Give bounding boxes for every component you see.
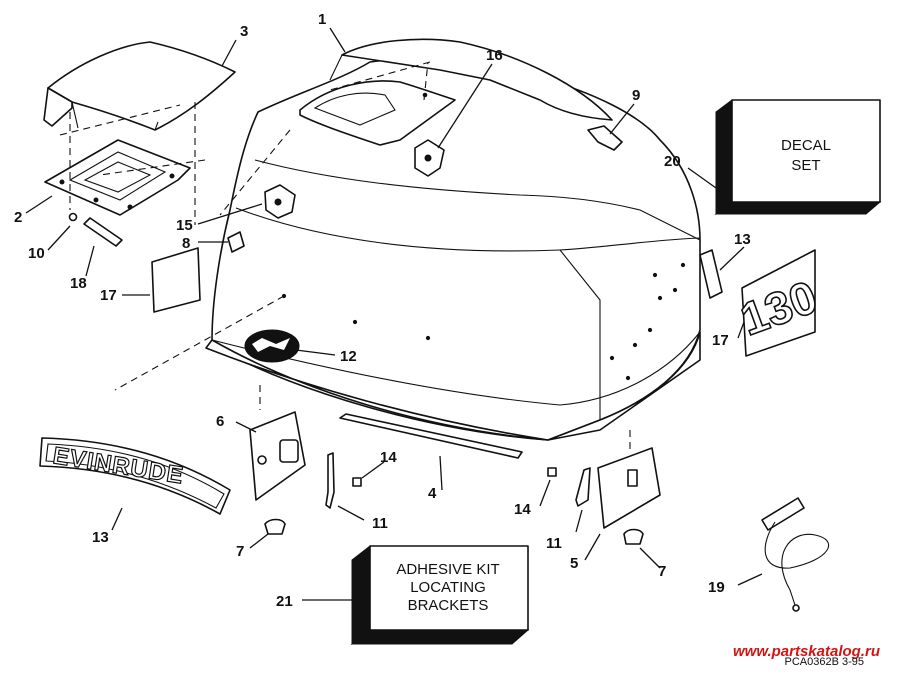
callout-4: 4 bbox=[428, 485, 437, 502]
adhesive-kit-box: ADHESIVE KIT LOCATING BRACKETS bbox=[350, 544, 530, 646]
callout-21: 21 bbox=[276, 593, 293, 610]
plate-5 bbox=[597, 447, 661, 529]
callout-11-right: 11 bbox=[546, 535, 562, 552]
callout-7-right: 7 bbox=[658, 563, 666, 580]
hood-clip-15 bbox=[264, 184, 296, 219]
callout-12: 12 bbox=[340, 348, 357, 365]
callout-7-left: 7 bbox=[236, 543, 244, 560]
plate-17-left bbox=[151, 247, 201, 313]
bracket-6 bbox=[249, 411, 306, 501]
decal-set-box: DECAL SET bbox=[714, 99, 882, 215]
evinrude-decal-13: EVINRUDE bbox=[39, 437, 231, 515]
top-cap-3 bbox=[43, 41, 236, 131]
bracket-13-right bbox=[699, 249, 723, 299]
callout-14-right: 14 bbox=[514, 501, 531, 518]
bumper-7-right bbox=[623, 528, 644, 545]
drawing-code: PCA0362B 3-95 bbox=[784, 656, 865, 668]
hood-clip-16 bbox=[414, 139, 445, 177]
callout-11-left: 11 bbox=[372, 515, 388, 532]
callout-2: 2 bbox=[14, 209, 22, 226]
callout-19: 19 bbox=[708, 579, 725, 596]
callout-17-right: 17 bbox=[712, 332, 729, 349]
engine-cover bbox=[205, 38, 701, 441]
grille-2 bbox=[44, 139, 191, 216]
leader-lines bbox=[25, 27, 763, 601]
callout-5: 5 bbox=[570, 555, 578, 572]
adhesive-box-line3: BRACKETS bbox=[408, 597, 489, 614]
callout-1: 1 bbox=[318, 11, 326, 28]
adhesive-box-line1: ADHESIVE KIT bbox=[396, 561, 499, 578]
screw-10 bbox=[68, 212, 78, 222]
seal-9 bbox=[587, 125, 623, 151]
screw-14-left bbox=[352, 477, 362, 487]
seal-strip-18 bbox=[83, 217, 123, 247]
adhesive-box-line2: LOCATING bbox=[410, 579, 486, 596]
bracket-11-left bbox=[325, 452, 335, 509]
callout-8: 8 bbox=[182, 235, 190, 252]
callout-labels: 1 3 16 9 20 2 15 8 10 13 18 17 17 12 6 1… bbox=[14, 11, 751, 610]
hp-decal-17: 130 bbox=[733, 249, 824, 357]
seal-strip-4 bbox=[339, 413, 523, 459]
callout-3: 3 bbox=[240, 23, 248, 40]
callout-20: 20 bbox=[664, 153, 681, 170]
callout-6: 6 bbox=[216, 413, 224, 430]
callout-10: 10 bbox=[28, 245, 45, 262]
decal-box-line2: SET bbox=[791, 157, 820, 174]
evinrude-emblem bbox=[244, 329, 300, 363]
callout-15: 15 bbox=[176, 217, 193, 234]
screw-14-right bbox=[547, 467, 557, 477]
bracket-11-right bbox=[575, 467, 591, 507]
decal-box-line1: DECAL bbox=[781, 137, 831, 154]
bumper-7-left bbox=[264, 518, 286, 535]
sensor-19 bbox=[761, 497, 830, 612]
callout-17-left: 17 bbox=[100, 287, 117, 304]
callout-9: 9 bbox=[632, 87, 640, 104]
callout-14-left: 14 bbox=[380, 449, 397, 466]
callout-13-right: 13 bbox=[734, 231, 751, 248]
watermark-text: www.partskatalog.ru bbox=[733, 643, 880, 660]
callout-18: 18 bbox=[70, 275, 87, 292]
callout-13-left: 13 bbox=[92, 529, 109, 546]
latch-8 bbox=[227, 231, 245, 253]
callout-16: 16 bbox=[486, 47, 503, 64]
